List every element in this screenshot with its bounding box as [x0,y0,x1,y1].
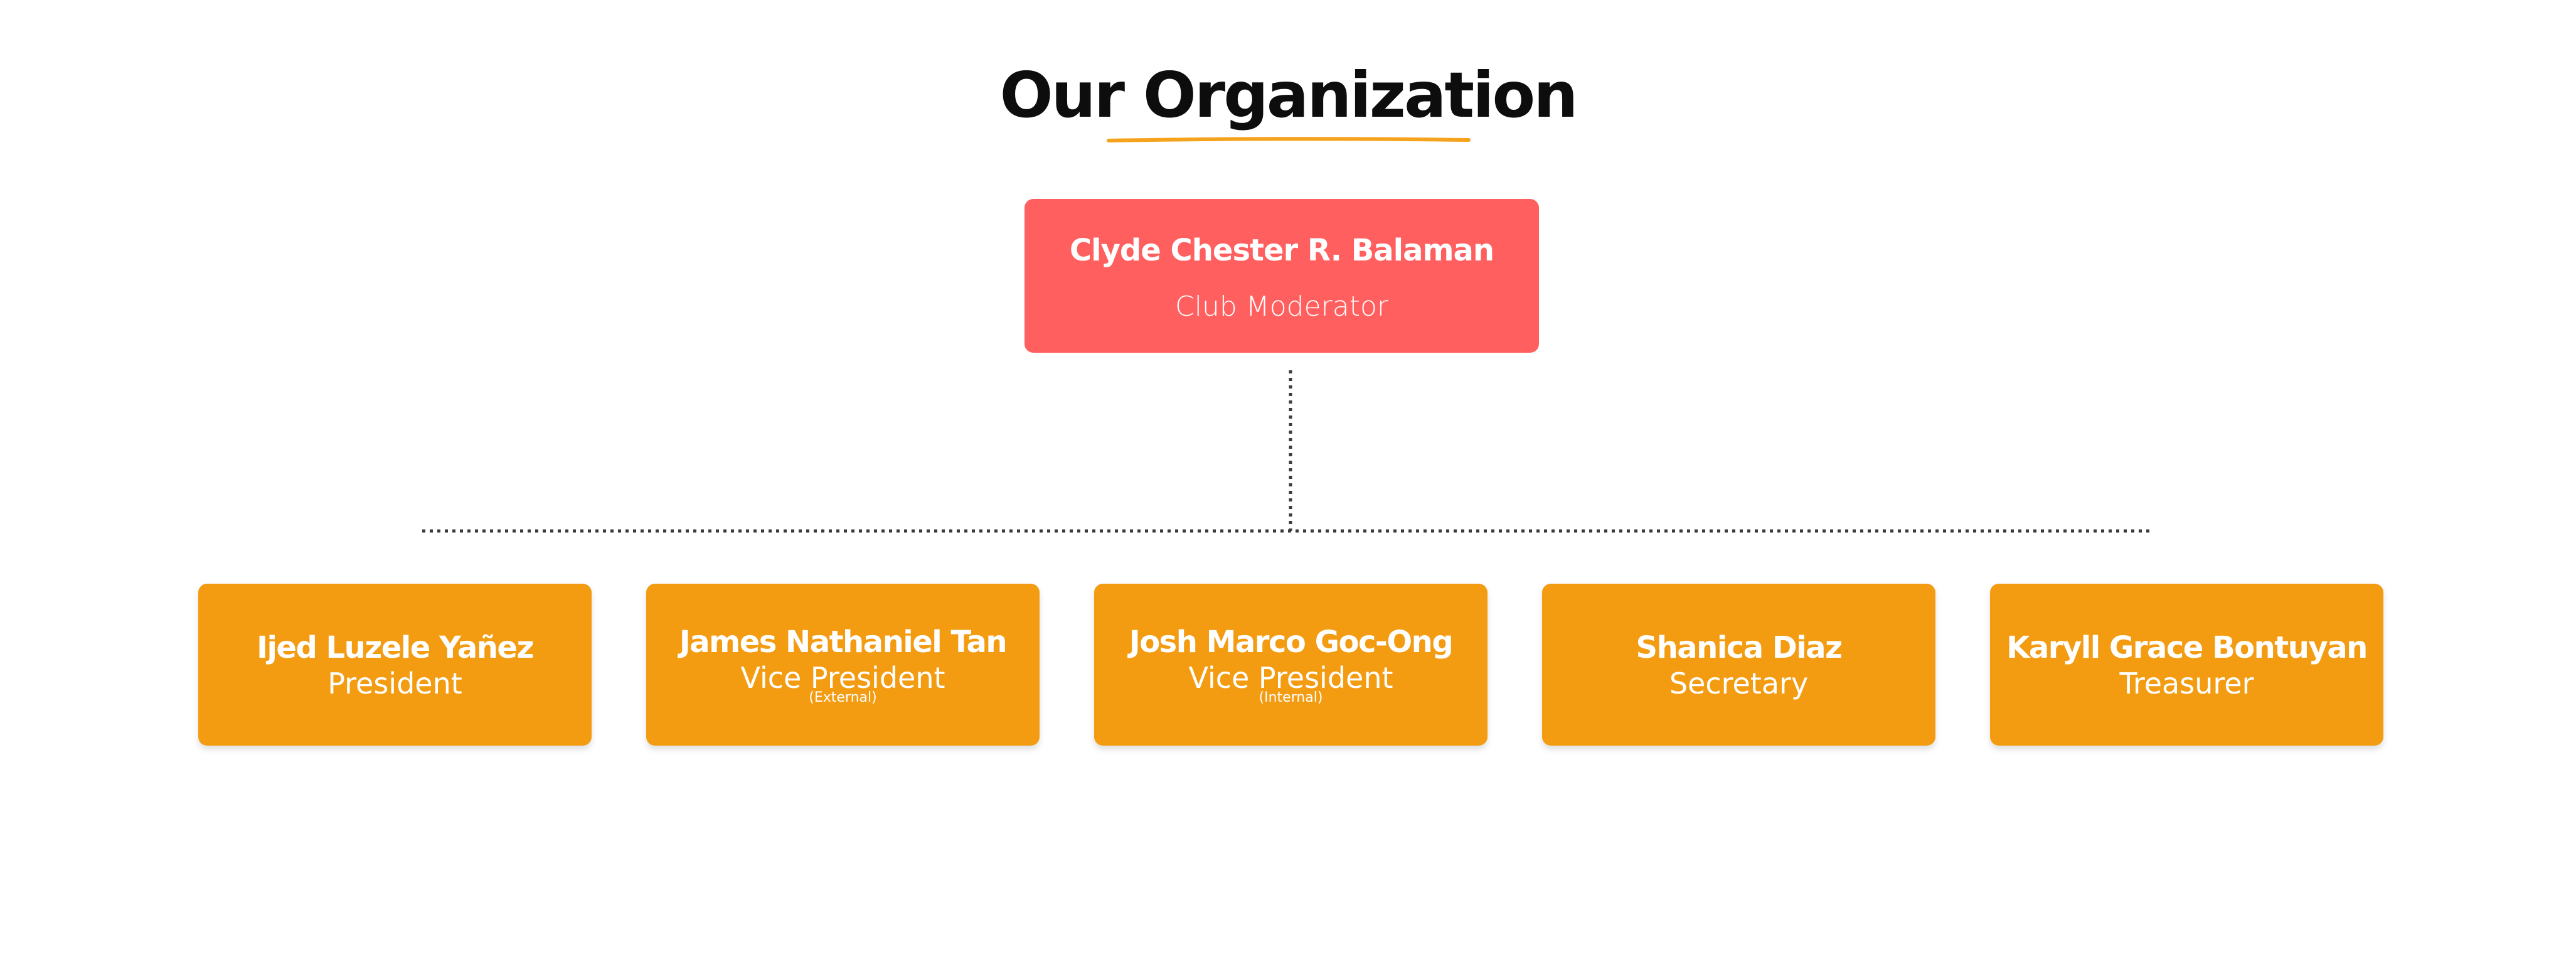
officer-card-secretary: Shanica Diaz Secretary [1542,584,1935,746]
officer-role: Treasurer [2119,667,2254,700]
officer-role-qualifier: (External) [809,690,877,705]
officer-name: Josh Marco Goc-Ong [1129,624,1454,660]
officer-role: Secretary [1669,667,1809,700]
officer-card-vice-president-external: James Nathaniel Tan Vice President (Exte… [646,584,1040,746]
moderator-card: Clyde Chester R. Balaman Club Moderator [1025,199,1539,353]
officer-card-president: Ijed Luzele Yañez President [198,584,592,746]
officer-role: President [327,667,462,700]
officer-name: James Nathaniel Tan [679,624,1008,660]
moderator-role: Club Moderator [1175,290,1388,323]
officer-role: Vice President [740,661,945,695]
officer-name: Karyll Grace Bontuyan [2006,630,2368,665]
title-underline [1107,137,1471,142]
page-title: Our Organization [999,58,1578,132]
officer-role-qualifier: (Internal) [1259,690,1323,705]
moderator-name: Clyde Chester R. Balaman [1069,232,1494,268]
officer-card-vice-president-internal: Josh Marco Goc-Ong Vice President (Inter… [1094,584,1488,746]
officer-name: Shanica Diaz [1636,630,1843,665]
officer-name: Ijed Luzele Yañez [257,630,534,665]
officer-role: Vice President [1188,661,1393,695]
officer-card-treasurer: Karyll Grace Bontuyan Treasurer [1990,584,2383,746]
